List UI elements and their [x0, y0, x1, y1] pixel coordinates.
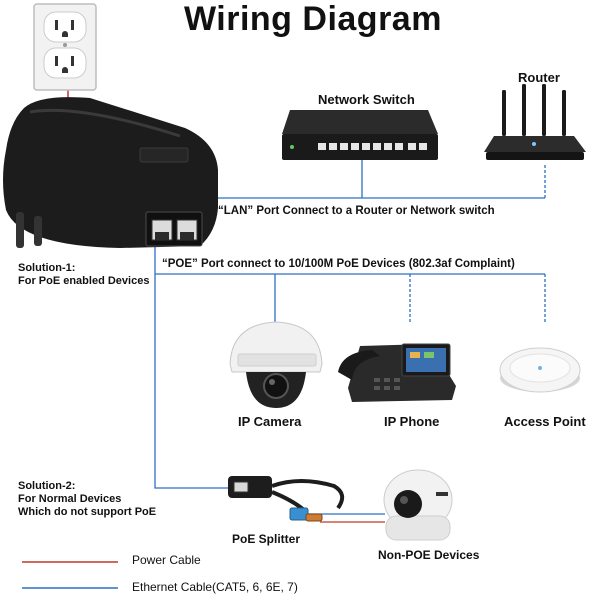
ip-phone-label: IP Phone [384, 414, 440, 429]
page-title: Wiring Diagram [184, 0, 442, 38]
wall-outlet-icon [33, 3, 97, 91]
router-icon [484, 84, 586, 160]
poe-cable-lines [154, 240, 546, 515]
non-poe-devices-label: Non-POE Devices [378, 548, 480, 562]
solution2-desc-line1: For Normal Devices [18, 493, 122, 505]
network-switch-icon [282, 110, 438, 160]
poe-splitter-label: PoE Splitter [232, 532, 301, 546]
solution1-desc: For PoE enabled Devices [18, 275, 150, 287]
poe-port-note: “POE” Port connect to 10/100M PoE Device… [162, 258, 515, 270]
solution2-desc-line2: Which do not support PoE [18, 506, 157, 518]
solution1-title: Solution-1: [18, 262, 76, 274]
legend-power-label: Power Cable [132, 553, 201, 567]
ip-phone-icon [338, 343, 456, 402]
poe-splitter-icon [228, 476, 345, 522]
ip-camera-label: IP Camera [238, 414, 302, 429]
legend-ethernet-label: Ethernet Cable(CAT5, 6, 6E, 7) [132, 580, 298, 594]
non-poe-camera-icon [383, 469, 453, 541]
poe-injector-icon [3, 97, 218, 248]
solution2-title: Solution-2: [18, 480, 76, 492]
access-point-icon [499, 347, 581, 393]
lan-cable-lines [210, 160, 546, 199]
network-switch-label: Network Switch [318, 92, 415, 107]
lan-port-note: “LAN” Port Connect to a Router or Networ… [218, 205, 495, 217]
ip-camera-icon [229, 321, 323, 408]
access-point-label: Access Point [504, 414, 586, 429]
router-label: Router [518, 70, 560, 85]
